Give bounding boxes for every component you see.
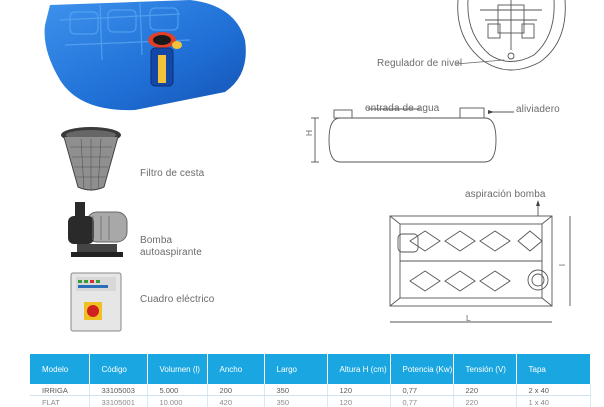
regulator-label: Regulador de nivel <box>377 58 462 69</box>
header-ancho: Ancho <box>207 354 264 384</box>
spec-table: Modelo Código Volumen (l) Ancho Largo Al… <box>30 354 591 407</box>
cell: 5.000 <box>147 384 207 396</box>
cell: 350 <box>264 396 327 407</box>
cell: 200 <box>207 384 264 396</box>
cell: 420 <box>207 396 264 407</box>
height-dim-label: H <box>304 130 314 136</box>
header-volumen: Volumen (l) <box>147 354 207 384</box>
table-row: IRRIGA 33105003 5.000 200 350 120 0,77 2… <box>30 384 590 396</box>
cell: 220 <box>453 396 516 407</box>
cell: 1 x 40 <box>516 396 590 407</box>
pump-image <box>63 198 131 260</box>
side-view-drawing <box>300 100 530 170</box>
table-header-row: Modelo Código Volumen (l) Ancho Largo Al… <box>30 354 590 384</box>
cell: IRRIGA <box>30 384 89 396</box>
header-codigo: Código <box>89 354 147 384</box>
cell: 0,77 <box>390 384 453 396</box>
electrical-panel-image <box>70 272 122 332</box>
cell: 350 <box>264 384 327 396</box>
basket-filter-image <box>58 125 124 193</box>
header-altura: Altura H (cm) <box>327 354 390 384</box>
header-potencia: Potencia (Kw) <box>390 354 453 384</box>
header-tension: Tensión (V) <box>453 354 516 384</box>
top-view-drawing <box>380 196 580 336</box>
cell: 2 x 40 <box>516 384 590 396</box>
table-row: FLAT 33105001 10.000 420 350 120 0,77 22… <box>30 396 590 407</box>
basket-filter-label: Filtro de cesta <box>140 168 204 179</box>
cell: 120 <box>327 384 390 396</box>
pump-label-line1: Bomba autoaspirante <box>140 235 230 259</box>
header-modelo: Modelo <box>30 354 89 384</box>
tank-illustration <box>40 0 250 115</box>
cell: 33105001 <box>89 396 147 407</box>
electrical-panel-label: Cuadro eléctrico <box>140 294 214 305</box>
cell: FLAT <box>30 396 89 407</box>
cell: 220 <box>453 384 516 396</box>
header-tapa: Tapa <box>516 354 590 384</box>
cell: 0,77 <box>390 396 453 407</box>
regulator-leader-line <box>456 58 506 68</box>
cell: 33105003 <box>89 384 147 396</box>
width-dim-label: I <box>557 264 567 266</box>
cell: 120 <box>327 396 390 407</box>
header-largo: Largo <box>264 354 327 384</box>
length-dim-label: L <box>466 313 471 323</box>
cell: 10.000 <box>147 396 207 407</box>
